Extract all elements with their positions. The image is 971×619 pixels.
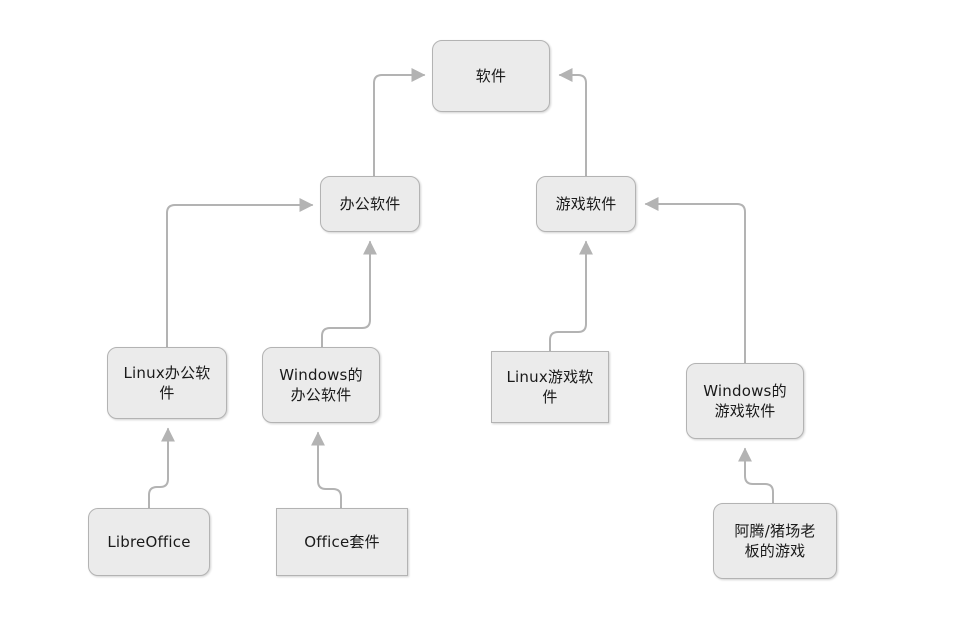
node-software-label: 软件 <box>475 66 507 85</box>
edge-game-to-software <box>558 68 587 177</box>
node-linux-game-software[interactable]: Linux游戏软 件 <box>491 351 609 423</box>
node-office-software-label: 办公软件 <box>339 194 401 213</box>
node-office-suite[interactable]: Office套件 <box>276 508 408 576</box>
edge-office-to-software <box>373 68 426 177</box>
node-linux-office-software-label: Linux办公软 件 <box>123 363 211 402</box>
edge-linux-game-to-game <box>549 240 593 352</box>
node-game-software-label: 游戏软件 <box>555 194 617 213</box>
node-software[interactable]: 软件 <box>432 40 550 112</box>
node-linux-office-software[interactable]: Linux办公软 件 <box>107 347 227 419</box>
node-libreoffice[interactable]: LibreOffice <box>88 508 210 576</box>
node-windows-game-software-label: Windows的 游戏软件 <box>703 381 787 420</box>
node-windows-office-software-label: Windows的 办公软件 <box>279 365 363 404</box>
node-office-suite-label: Office套件 <box>304 532 380 551</box>
node-office-software[interactable]: 办公软件 <box>320 176 420 232</box>
node-windows-game-software[interactable]: Windows的 游戏软件 <box>686 363 804 439</box>
edge-games-to-windows-game <box>738 447 774 504</box>
node-tencent-netease-games[interactable]: 阿腾/猪场老 板的游戏 <box>713 503 837 579</box>
node-game-software[interactable]: 游戏软件 <box>536 176 636 232</box>
edge-windows-office-to-office <box>321 240 377 348</box>
node-libreoffice-label: LibreOffice <box>107 532 191 551</box>
edge-libreoffice-to-linux-office <box>148 427 175 509</box>
edge-office-suite-to-windows-office <box>311 431 342 509</box>
node-windows-office-software[interactable]: Windows的 办公软件 <box>262 347 380 423</box>
node-tencent-netease-games-label: 阿腾/猪场老 板的游戏 <box>734 521 816 560</box>
node-linux-game-software-label: Linux游戏软 件 <box>506 367 594 406</box>
edge-windows-game-to-game <box>644 197 746 364</box>
edge-linux-office-to-office <box>166 198 314 348</box>
